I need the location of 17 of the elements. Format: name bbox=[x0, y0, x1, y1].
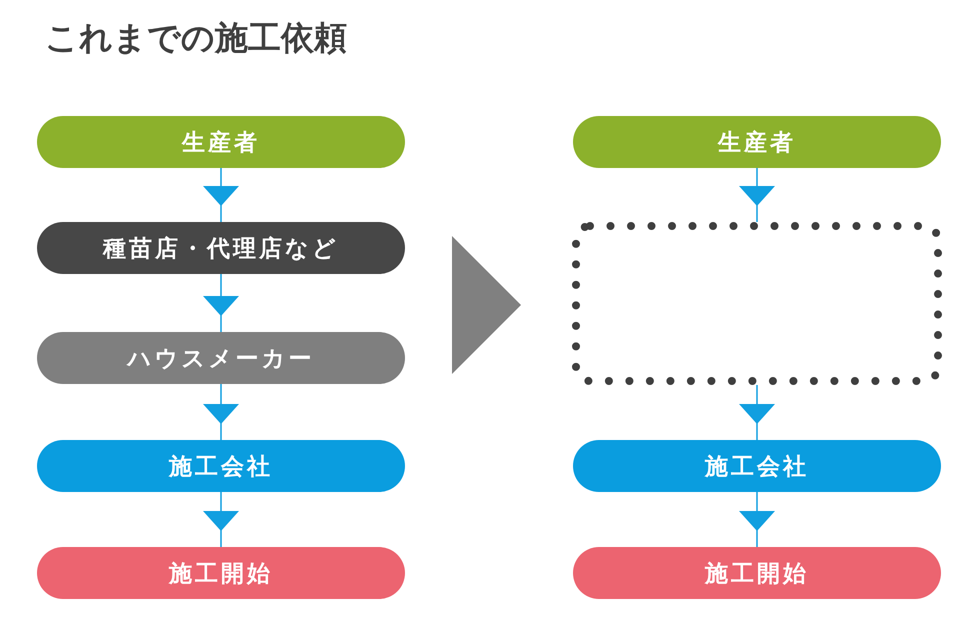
process-box: 種苗店・代理店など bbox=[37, 222, 405, 274]
arrow bbox=[203, 492, 239, 547]
process-box: 生産者 bbox=[37, 116, 405, 168]
arrow bbox=[203, 168, 239, 222]
process-box: 施工会社 bbox=[37, 440, 405, 492]
process-box: 生産者 bbox=[573, 116, 941, 168]
arrow bbox=[739, 492, 775, 547]
arrow bbox=[203, 274, 239, 332]
process-box: ハウスメーカー bbox=[37, 332, 405, 384]
process-box: 施工開始 bbox=[573, 547, 941, 599]
arrow bbox=[739, 168, 775, 222]
dotted-box bbox=[572, 222, 942, 385]
process-box: 施工会社 bbox=[573, 440, 941, 492]
arrow bbox=[203, 384, 239, 440]
arrow bbox=[739, 385, 775, 440]
process-box: 施工開始 bbox=[37, 547, 405, 599]
heading: これまでの施工依頼 bbox=[45, 17, 347, 59]
